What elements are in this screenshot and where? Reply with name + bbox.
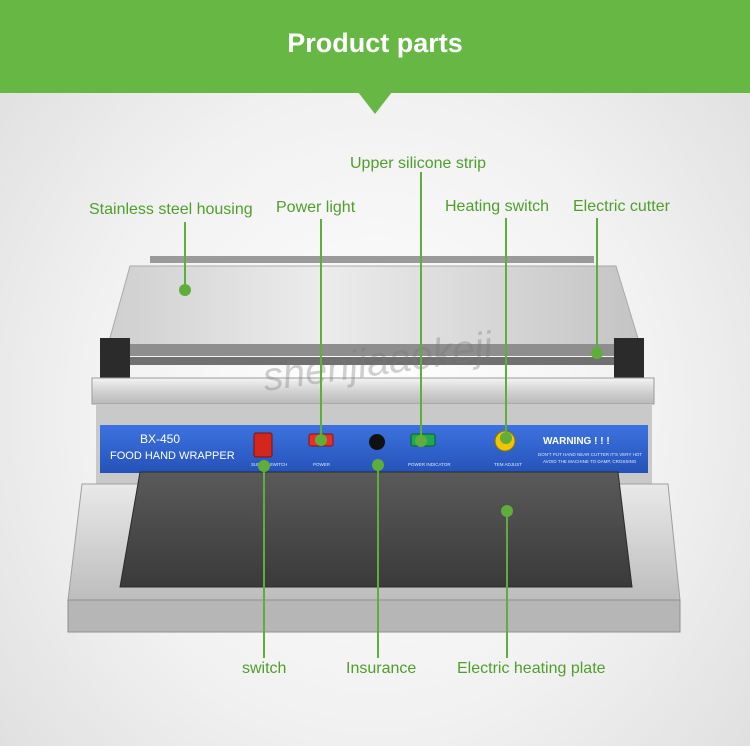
label-housing: Stainless steel housing — [89, 201, 253, 218]
label-switch: switch — [242, 660, 287, 677]
callout-line-housing — [184, 222, 186, 288]
tray-front — [67, 599, 681, 633]
label-heating-plate: Electric heating plate — [457, 660, 606, 677]
callout-dot-insurance — [372, 459, 384, 471]
silicone-strip — [118, 357, 628, 365]
label-cutter: Electric cutter — [573, 198, 670, 215]
label-power-light: Power light — [276, 199, 356, 216]
back-rod — [150, 256, 594, 263]
callout-dot-housing — [179, 284, 191, 296]
panel-label-power: POWER — [313, 462, 331, 467]
callout-dot-power-light — [315, 434, 327, 446]
panel-warning-line1: DON'T PUT HAND NEAR CUTTER IT'S VERY HOT — [538, 452, 643, 457]
callout-line-insurance — [377, 466, 379, 658]
panel-warning: WARNING ! ! ! — [543, 436, 610, 447]
panel-model: BX-450 — [140, 432, 181, 446]
callout-dot-heating-switch — [500, 432, 512, 444]
callout-line-power-light — [320, 219, 322, 438]
electric-heating-plate — [119, 471, 633, 588]
page-title: Product parts — [287, 28, 463, 58]
right-bracket — [614, 338, 644, 378]
label-heating-switch: Heating switch — [445, 198, 550, 215]
callout-line-switch — [263, 466, 265, 658]
panel-label-temp: TEM ADJUST — [494, 462, 523, 467]
callout-dot-heating-plate — [501, 505, 513, 517]
left-bracket — [100, 338, 130, 378]
body-ledge — [91, 377, 655, 405]
steel-housing-lid — [107, 265, 641, 346]
callout-line-silicone — [420, 172, 422, 440]
callout-line-heating-switch — [505, 218, 507, 436]
label-silicone-strip: Upper silicone strip — [350, 155, 487, 172]
callout-dot-silicone — [415, 435, 427, 447]
callout-line-cutter — [596, 218, 598, 352]
callout-dot-switch — [258, 460, 270, 472]
upper-roller — [118, 344, 628, 356]
callout-line-heating-plate — [506, 513, 508, 658]
header-banner: Product parts — [0, 0, 750, 93]
panel-warning-line2: AVOID THE MACHINE TO DAMP, CROSSING — [543, 459, 637, 464]
panel-name: FOOD HAND WRAPPER — [110, 450, 235, 462]
label-insurance: Insurance — [346, 660, 417, 677]
banner-notch — [358, 92, 392, 114]
callout-dot-cutter — [591, 347, 603, 359]
fuse-holder[interactable] — [369, 434, 385, 450]
panel-label-indicator: POWER INDICATOR — [408, 462, 451, 467]
supply-switch[interactable] — [253, 432, 273, 458]
